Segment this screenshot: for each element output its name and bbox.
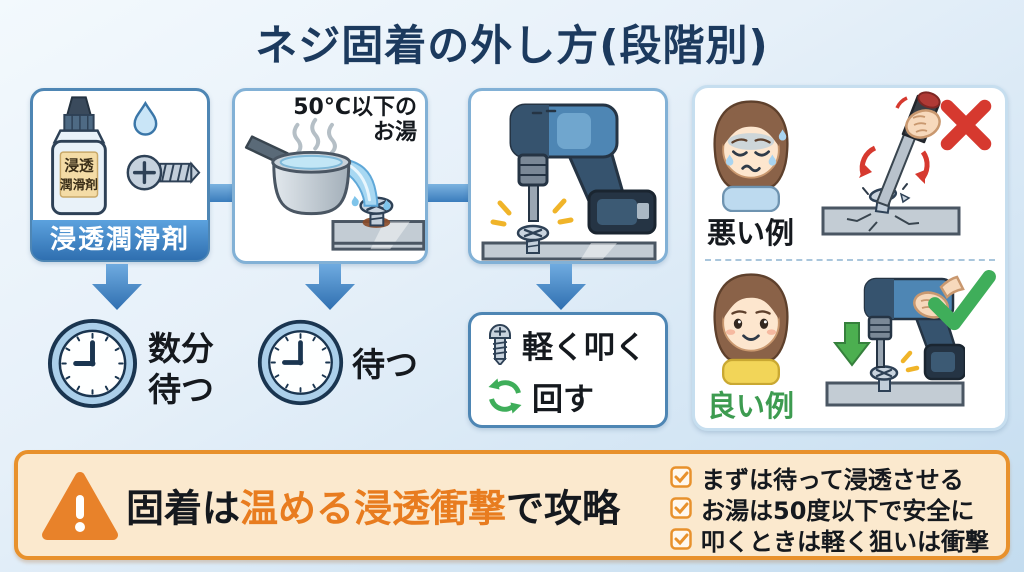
metal-plate — [821, 206, 961, 236]
crack-lines — [846, 213, 920, 232]
pot-icon — [244, 135, 352, 216]
step1-label-band: 浸透潤滑剤 — [32, 220, 208, 260]
bad-example-label: 悪い例 — [707, 216, 795, 250]
screw-icon — [869, 365, 899, 392]
checked-checkbox-icon — [670, 528, 692, 550]
down-arrow-step1 — [88, 264, 146, 310]
summary-headline: 固着は温める浸透衝撃で攻略 — [126, 478, 620, 533]
summary-bar: 固着は温める浸透衝撃で攻略 まずは待って浸透させる お湯は50度以下で安全に — [14, 450, 1010, 560]
summary-checklist: まずは待って浸透させる お湯は50度以下で安全に 叩くときは軽く狙いは衝撃 — [670, 463, 989, 556]
checklist-item-text: 叩くときは軽く狙いは衝撃 — [701, 527, 989, 556]
red-cross-icon — [940, 99, 992, 151]
tear-drop — [725, 154, 734, 166]
headline-highlight: 温める浸透衝撃 — [240, 486, 507, 531]
impact-icon — [490, 198, 574, 227]
hand — [905, 109, 941, 139]
eyes — [733, 318, 769, 329]
lubricant-illustration: 浸透 潤滑剤 — [51, 96, 201, 216]
good-example-section: 良い例 — [695, 261, 1005, 431]
screwdriver — [875, 91, 941, 208]
step2-caption: 50°C以下の お湯 — [293, 95, 417, 145]
step2-panel: 50°C以下の お湯 — [232, 88, 428, 264]
driver-tool — [509, 103, 657, 235]
step2-caption-line1: 50°C以下の — [293, 95, 417, 120]
step2-caption-line2: お湯 — [372, 119, 417, 145]
examples-divider — [705, 259, 995, 261]
warning-triangle-icon — [42, 472, 118, 540]
step1-wait-text: 数分 待つ — [148, 328, 214, 410]
step2-wait-text: 待つ — [352, 345, 418, 384]
screw-icon — [489, 324, 511, 365]
checklist-item-text: お湯は50度以下で安全に — [701, 496, 975, 525]
smiling-girl-illustration — [713, 273, 789, 385]
water-drop-icon — [133, 100, 158, 136]
screw-icon — [126, 154, 201, 191]
step1-wait-line2: 待つ — [148, 370, 214, 409]
correct-driver-illustration — [825, 275, 965, 407]
hot-water-illustration — [244, 117, 425, 251]
headline-prefix: 固着は — [126, 486, 241, 531]
bad-example-section: 悪い例 — [695, 88, 1005, 258]
forced-screwdriver-illustration — [821, 91, 961, 236]
crying-girl-illustration — [713, 100, 789, 212]
checked-checkbox-icon — [670, 497, 692, 519]
examples-panel: 悪い例 — [692, 85, 1008, 431]
good-example-label: 良い例 — [707, 389, 795, 423]
checklist-item: 叩くときは軽く狙いは衝撃 — [670, 525, 989, 556]
impact-icon — [900, 350, 920, 373]
checklist-item: お湯は50度以下で安全に — [670, 494, 989, 525]
lubricant-bottle: 浸透 潤滑剤 — [51, 96, 107, 216]
tap-action-label: 軽く叩く — [522, 329, 646, 366]
page-title: ネジ固着の外し方(段階別) — [255, 21, 769, 70]
tap-action-row: 軽く叩く — [487, 322, 665, 367]
metal-plate — [825, 381, 965, 407]
blue-shirt — [722, 185, 780, 212]
step1-panel: 浸透 潤滑剤 浸透潤滑剤 — [30, 88, 210, 262]
down-arrow-step3 — [532, 264, 590, 310]
bottle-label-line1: 浸透 — [64, 158, 94, 175]
driver-tool — [863, 277, 965, 381]
clock-icon — [256, 318, 345, 407]
checklist-item-text: まずは待って浸透させる — [701, 465, 964, 494]
arrowheads — [859, 165, 925, 184]
clock-icon — [46, 317, 139, 410]
rotate-cycle-icon — [488, 378, 522, 414]
metal-plate — [481, 241, 657, 261]
step3-action-box: 軽く叩く 回す — [468, 312, 668, 428]
steam-icon — [292, 117, 337, 156]
turn-action-row: 回す — [487, 374, 665, 419]
checklist-item: まずは待って浸透させる — [670, 463, 989, 494]
down-arrow-step2 — [301, 264, 359, 310]
step3-panel — [468, 88, 668, 264]
step1-wait-line1: 数分 — [148, 329, 214, 368]
checked-checkbox-icon — [670, 466, 692, 488]
connector-step1-step2 — [210, 184, 232, 202]
green-check-icon — [928, 269, 996, 331]
turn-action-label: 回す — [532, 381, 594, 418]
yellow-shirt — [722, 358, 780, 385]
connector-step2-step3 — [428, 184, 468, 202]
screw-icon — [516, 224, 550, 254]
green-down-arrow-icon — [832, 322, 872, 367]
impact-driver-illustration — [481, 103, 657, 261]
bottle-label-line2: 潤滑剤 — [60, 177, 98, 192]
headline-suffix: で攻略 — [506, 486, 621, 531]
